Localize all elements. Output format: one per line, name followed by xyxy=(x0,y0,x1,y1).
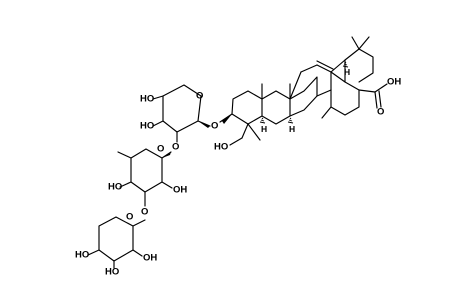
xyl-c3-hydroxyl-label: HO xyxy=(105,267,119,278)
c9-hash xyxy=(287,117,294,124)
ring-e xyxy=(344,48,374,83)
ring-a xyxy=(231,90,263,125)
c12-c13-double-bond-2 xyxy=(316,60,334,70)
rha-c6-methyl-bond xyxy=(117,151,132,159)
c4-methyl-bond xyxy=(247,123,261,141)
ch2oh-hydroxyl-label: HO xyxy=(214,142,228,153)
xyl-ring-oxygen-label: O xyxy=(126,212,133,223)
rha-c4-oh-bond xyxy=(119,181,132,188)
rha-c1-wedge xyxy=(162,152,171,158)
ring-b xyxy=(261,90,291,125)
c17-cooh-bond xyxy=(358,89,376,93)
c12-c13-double-bond-1 xyxy=(316,64,332,73)
xyl-c2-hydroxyl-label: OH xyxy=(143,253,157,264)
sugar1-c3-oh-bond xyxy=(152,120,164,127)
sugar1-c2-oxygen-label: O xyxy=(172,142,179,153)
rha-c2-oh-bond xyxy=(161,181,173,189)
ch2-oh-bond xyxy=(229,137,243,146)
rha-c2-hydroxyl-label: OH xyxy=(173,185,187,196)
rha-ring-oxygen-label: O xyxy=(157,144,164,155)
c18-stereo-h-label: H xyxy=(344,67,350,77)
atom-label-layer: O HO HO O O O HO OH O O HO HO OH HO O OH… xyxy=(75,67,401,278)
acid-hydroxyl-label: OH xyxy=(387,77,401,88)
c14-methyl-bond xyxy=(321,106,332,119)
stereo-bond-layer xyxy=(162,61,349,158)
sugar1-c3-hydroxyl-label: HO xyxy=(140,121,154,132)
c18-c19-bond xyxy=(330,59,346,73)
rha-c4-hydroxyl-label: HO xyxy=(108,182,122,193)
xyl-c4-hydroxyl-label: HO xyxy=(75,250,89,261)
xyl-o-to-c1-bond xyxy=(132,219,146,227)
c11-c12-bond xyxy=(300,64,318,73)
c3-wedge xyxy=(222,114,232,124)
c5-stereo-h-label: H xyxy=(261,124,267,134)
sugar1-ring-oxygen-label: O xyxy=(196,91,203,102)
c20-methyl-a-bond xyxy=(351,36,360,50)
c14-c8-bond xyxy=(316,89,332,97)
c9-c11-bond xyxy=(289,71,302,100)
acid-carbonyl-oxygen-label: O xyxy=(377,107,384,118)
rha-ring xyxy=(130,148,163,193)
c4-ch2-bond xyxy=(241,123,249,139)
xyl-ring xyxy=(98,216,134,262)
rha-c3-oxygen-label: O xyxy=(141,207,148,218)
ring-c xyxy=(289,76,318,117)
sugar1-c4-hydroxyl-label: HO xyxy=(140,94,154,105)
xyl-c2-oh-bond xyxy=(132,249,143,257)
c3-glycosidic-oxygen-label: O xyxy=(211,121,218,132)
c5-hash xyxy=(259,117,266,124)
aglycone-o-link-bond xyxy=(219,113,233,123)
c9-stereo-h-label: H xyxy=(289,124,295,134)
cooh-double-bond-1 xyxy=(374,91,378,109)
c18-hash xyxy=(342,61,349,68)
sugar1-c1-wedge xyxy=(198,121,210,128)
c20-methyl-b-bond xyxy=(358,36,370,50)
sugar1-c4-oh-bond xyxy=(152,95,164,100)
bond-layer xyxy=(87,36,388,269)
cooh-oh-bond xyxy=(374,83,388,93)
xyl-c4-oh-bond xyxy=(87,249,100,256)
cooh-double-bond-2 xyxy=(378,90,382,108)
